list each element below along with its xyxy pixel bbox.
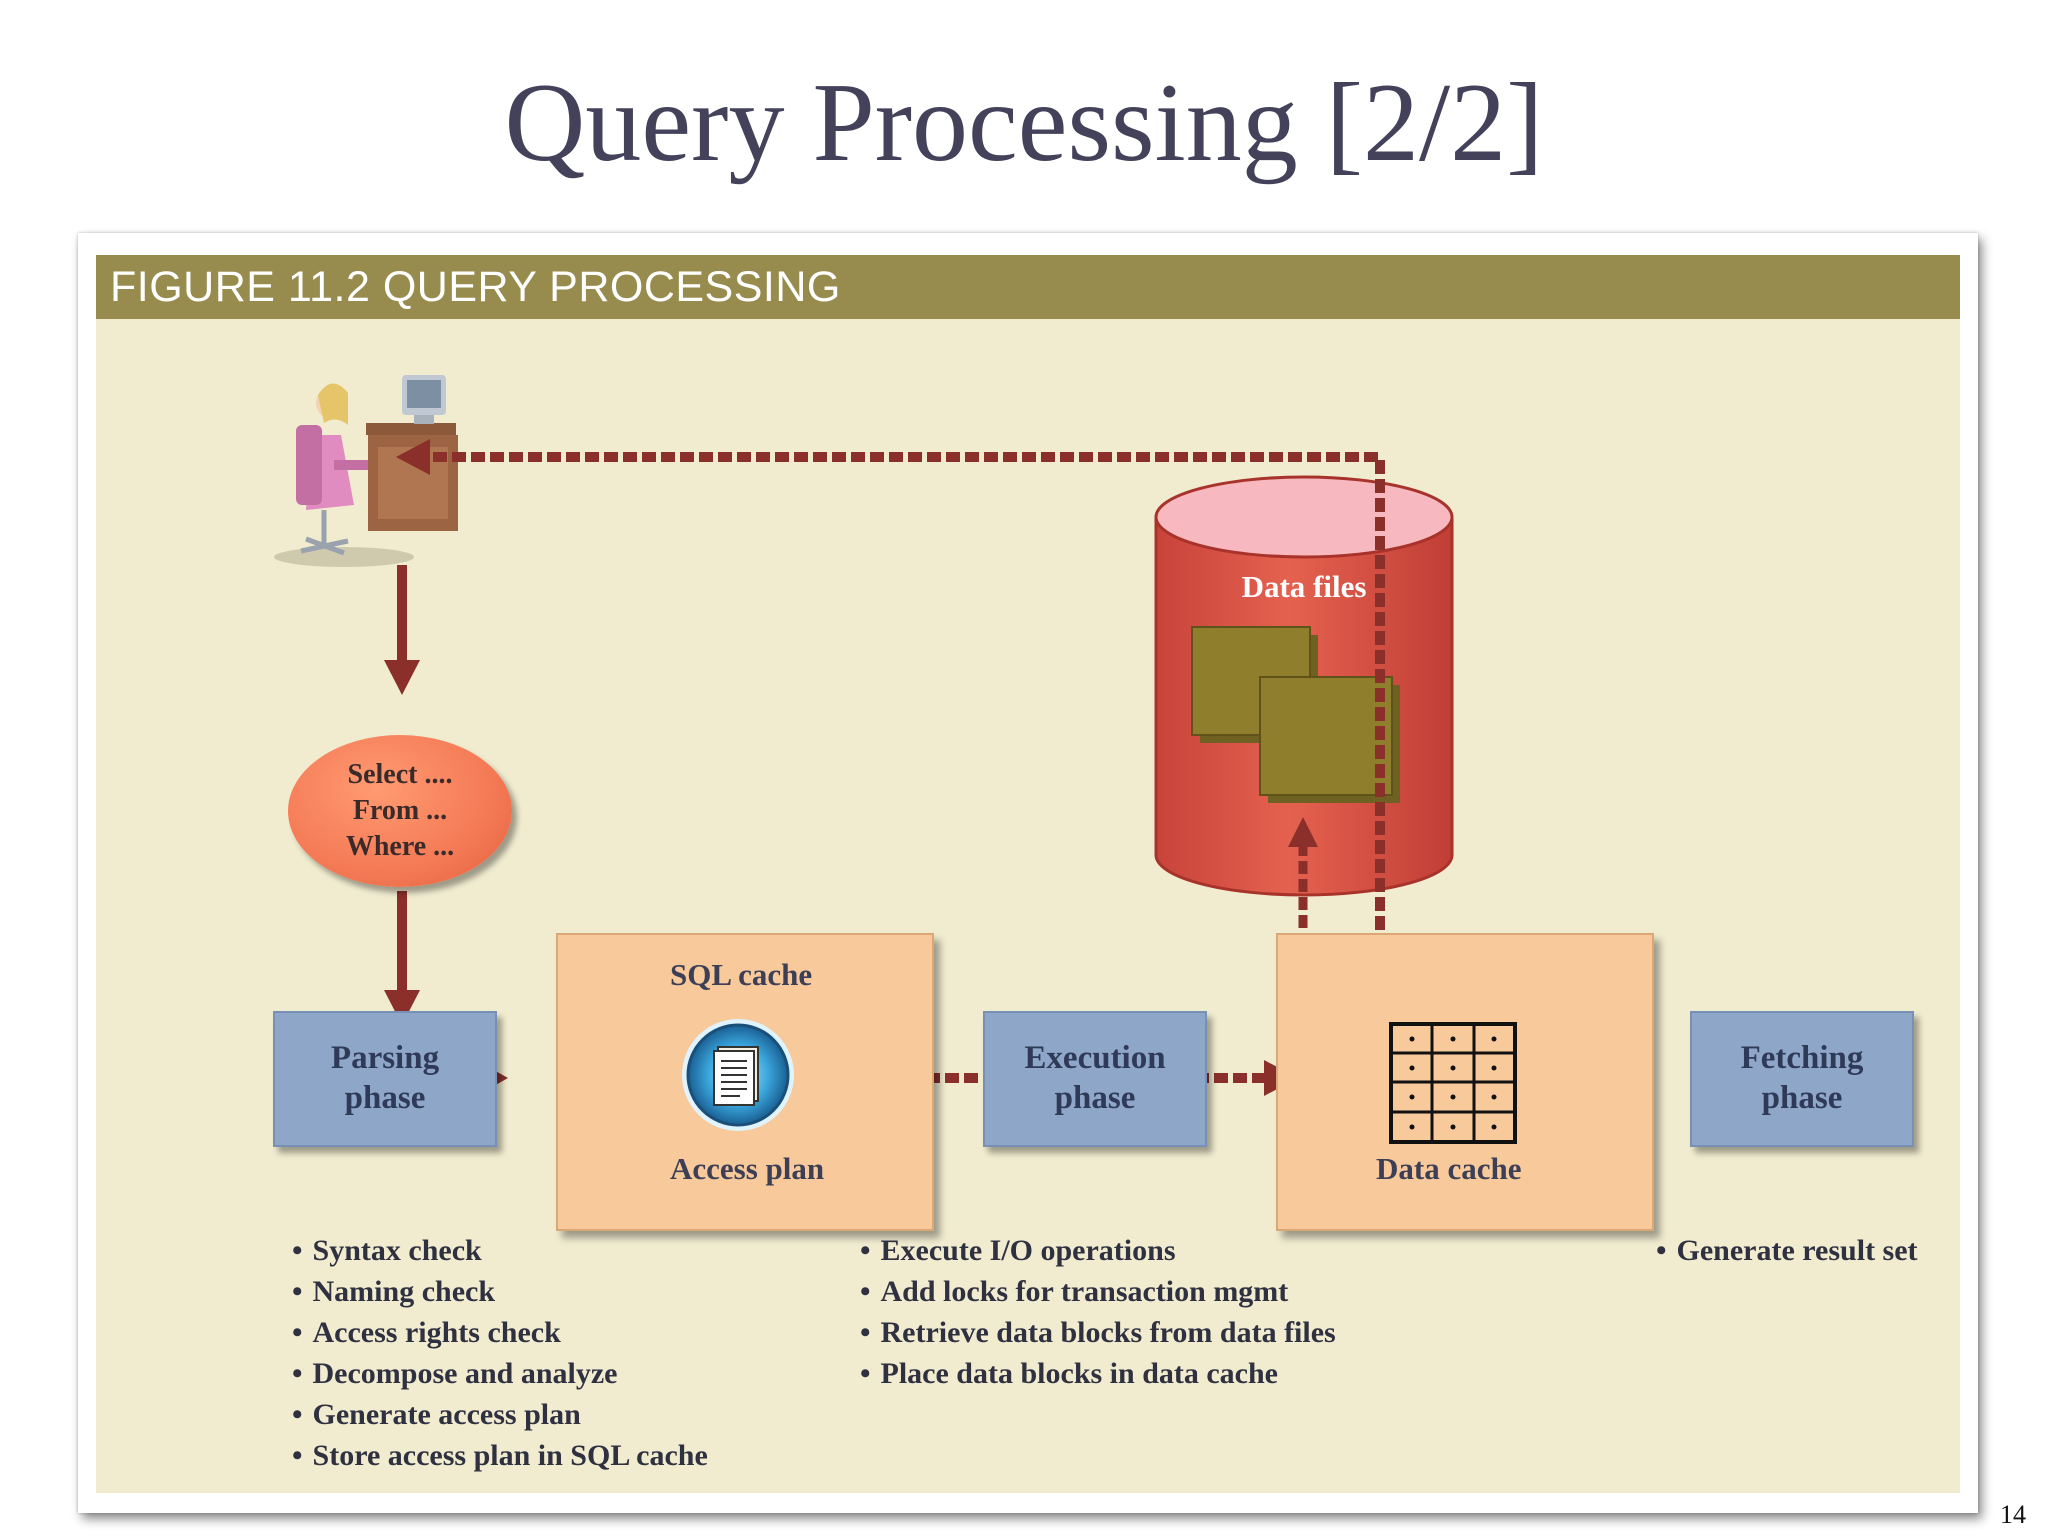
access-plan-label: Access plan [670,1151,825,1186]
parsing-steps-list: Syntax check Naming check Access rights … [292,1230,708,1476]
user-at-computer-icon [274,375,458,567]
execution-step-item: Add locks for transaction mgmt [860,1271,1336,1312]
parsing-phase-label: Parsing phase [330,1040,440,1116]
slide-title: Query Processing [2/2] [504,61,1544,185]
data-file-icon [1191,626,1400,803]
fetching-steps-list: Generate result set [1656,1230,1918,1271]
query-from-line: From ... [352,795,448,826]
query-where-line: Where ... [345,831,455,862]
data-cache-label: Data cache [1376,1151,1522,1186]
figure-header-title: FIGURE 11.2 QUERY PROCESSING [110,263,841,311]
flow-arrow-results-return-to-user [396,439,1385,1025]
data-files-label: Data files [1241,569,1367,604]
fetching-phase-box: Fetching phase [1690,1011,1914,1147]
execution-steps-list: Execute I/O operations Add locks for tra… [860,1230,1336,1394]
fetching-phase-label: Fetching phase [1740,1040,1864,1116]
slide-page-number: 14 [2000,1500,2026,1529]
parsing-step-item: Generate access plan [292,1394,708,1435]
sql-cache-title: SQL cache [670,957,813,992]
execution-step-item: Execute I/O operations [860,1230,1336,1271]
parsing-step-item: Decompose and analyze [292,1353,708,1394]
parsing-step-item: Access rights check [292,1312,708,1353]
access-plan-document-icon [682,1019,794,1131]
execution-step-item: Place data blocks in data cache [860,1353,1336,1394]
figure-header-bar: FIGURE 11.2 QUERY PROCESSING [96,255,1960,319]
parsing-step-item: Store access plan in SQL cache [292,1435,708,1476]
parsing-phase-box: Parsing phase [273,1011,497,1147]
parsing-step-item: Naming check [292,1271,708,1312]
fetching-step-item: Generate result set [1656,1230,1918,1271]
flow-arrow-user-to-query [384,565,420,695]
execution-phase-box: Execution phase [983,1011,1207,1147]
data-cache-grid-icon [1389,1022,1517,1144]
flow-arrow-query-to-parsing [384,891,420,1025]
flow-diagram-graphics [274,375,1454,1096]
execution-phase-label: Execution phase [1024,1040,1166,1116]
query-select-line: Select .... [347,759,453,790]
data-cache-box: Data cache [1276,933,1654,1231]
sql-query-bubble: Select .... From ... Where ... [288,735,512,887]
figure-panel: FIGURE 11.2 QUERY PROCESSING [96,255,1960,1493]
parsing-step-item: Syntax check [292,1230,708,1271]
execution-step-item: Retrieve data blocks from data files [860,1312,1336,1353]
sql-cache-box: SQL cache Access plan [556,933,934,1231]
